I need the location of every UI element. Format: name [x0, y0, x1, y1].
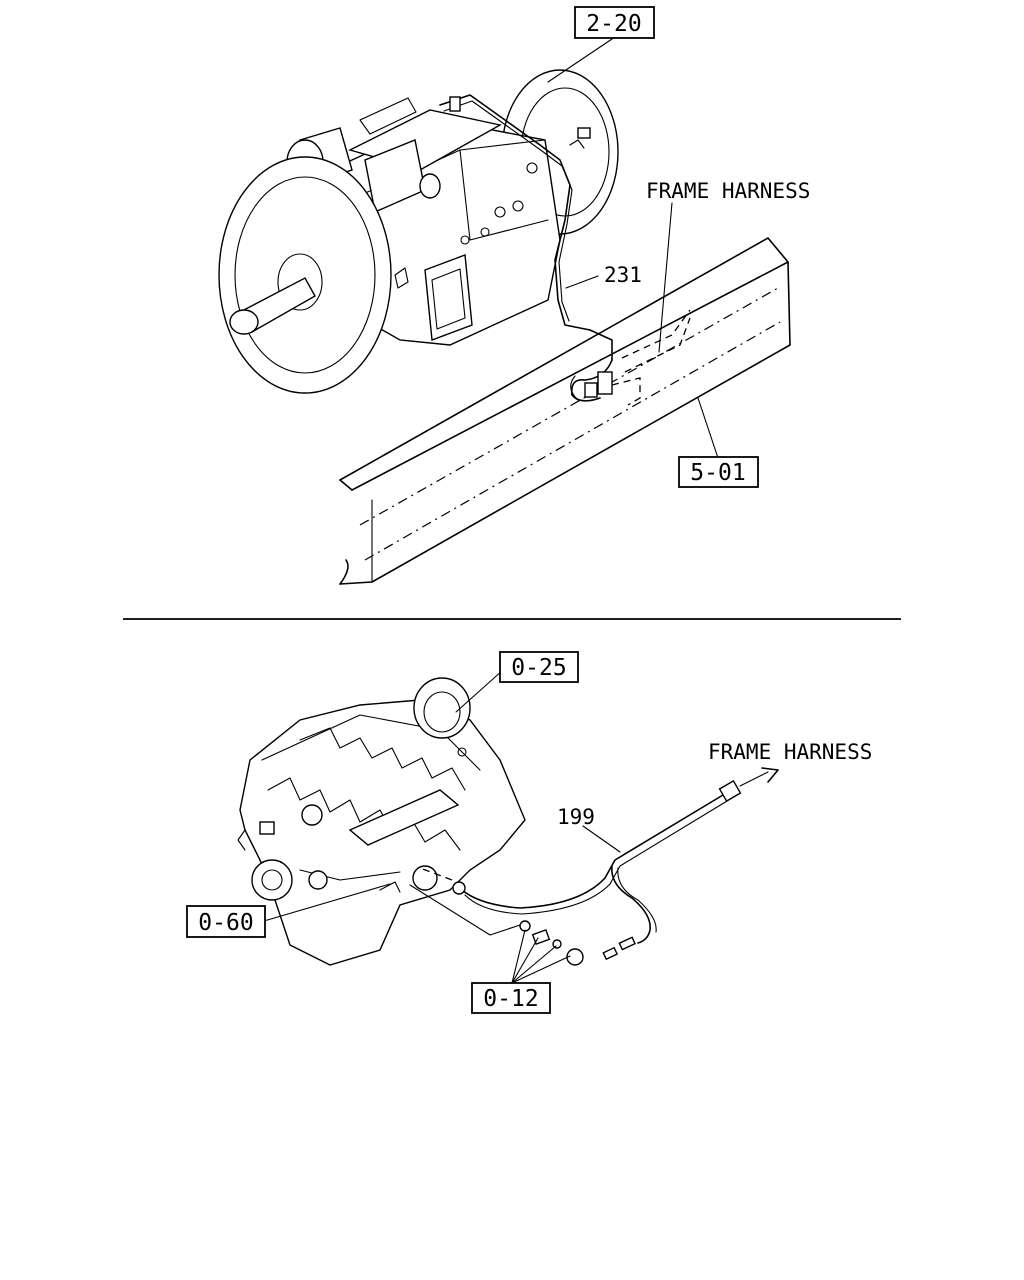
transmission-assembly [218, 69, 619, 394]
ref-0-12-text: 0-12 [483, 986, 538, 1012]
leader-199 [582, 825, 621, 853]
chassis-frame-rail [339, 237, 791, 585]
frame-harness-label-upper: FRAME HARNESS [646, 179, 810, 203]
leader-2-20 [547, 36, 616, 83]
ref-0-25-text: 0-25 [511, 655, 566, 681]
ref-box-2-20: 2-20 [574, 6, 655, 39]
ref-2-20-text: 2-20 [586, 11, 641, 37]
ref-box-5-01: 5-01 [678, 456, 759, 488]
leader-231 [565, 275, 599, 289]
part-number-199: 199 [557, 805, 595, 829]
leader-frame-harness-upper [658, 202, 673, 353]
ref-box-0-25: 0-25 [499, 651, 579, 683]
ref-box-0-60: 0-60 [186, 905, 266, 938]
ref-box-0-12: 0-12 [471, 982, 551, 1014]
frame-harness-label-lower: FRAME HARNESS [708, 740, 872, 764]
leader-0-60 [263, 883, 391, 922]
harness-231-wire [439, 94, 691, 406]
part-number-231: 231 [604, 263, 642, 287]
engine-block [237, 677, 526, 966]
ref-0-60-text: 0-60 [198, 910, 253, 936]
leader-0-12 [511, 929, 571, 984]
leader-0-25 [455, 669, 504, 713]
leader-5-01 [697, 397, 719, 459]
ref-5-01-text: 5-01 [690, 460, 745, 486]
harness-199-wire [419, 767, 779, 966]
